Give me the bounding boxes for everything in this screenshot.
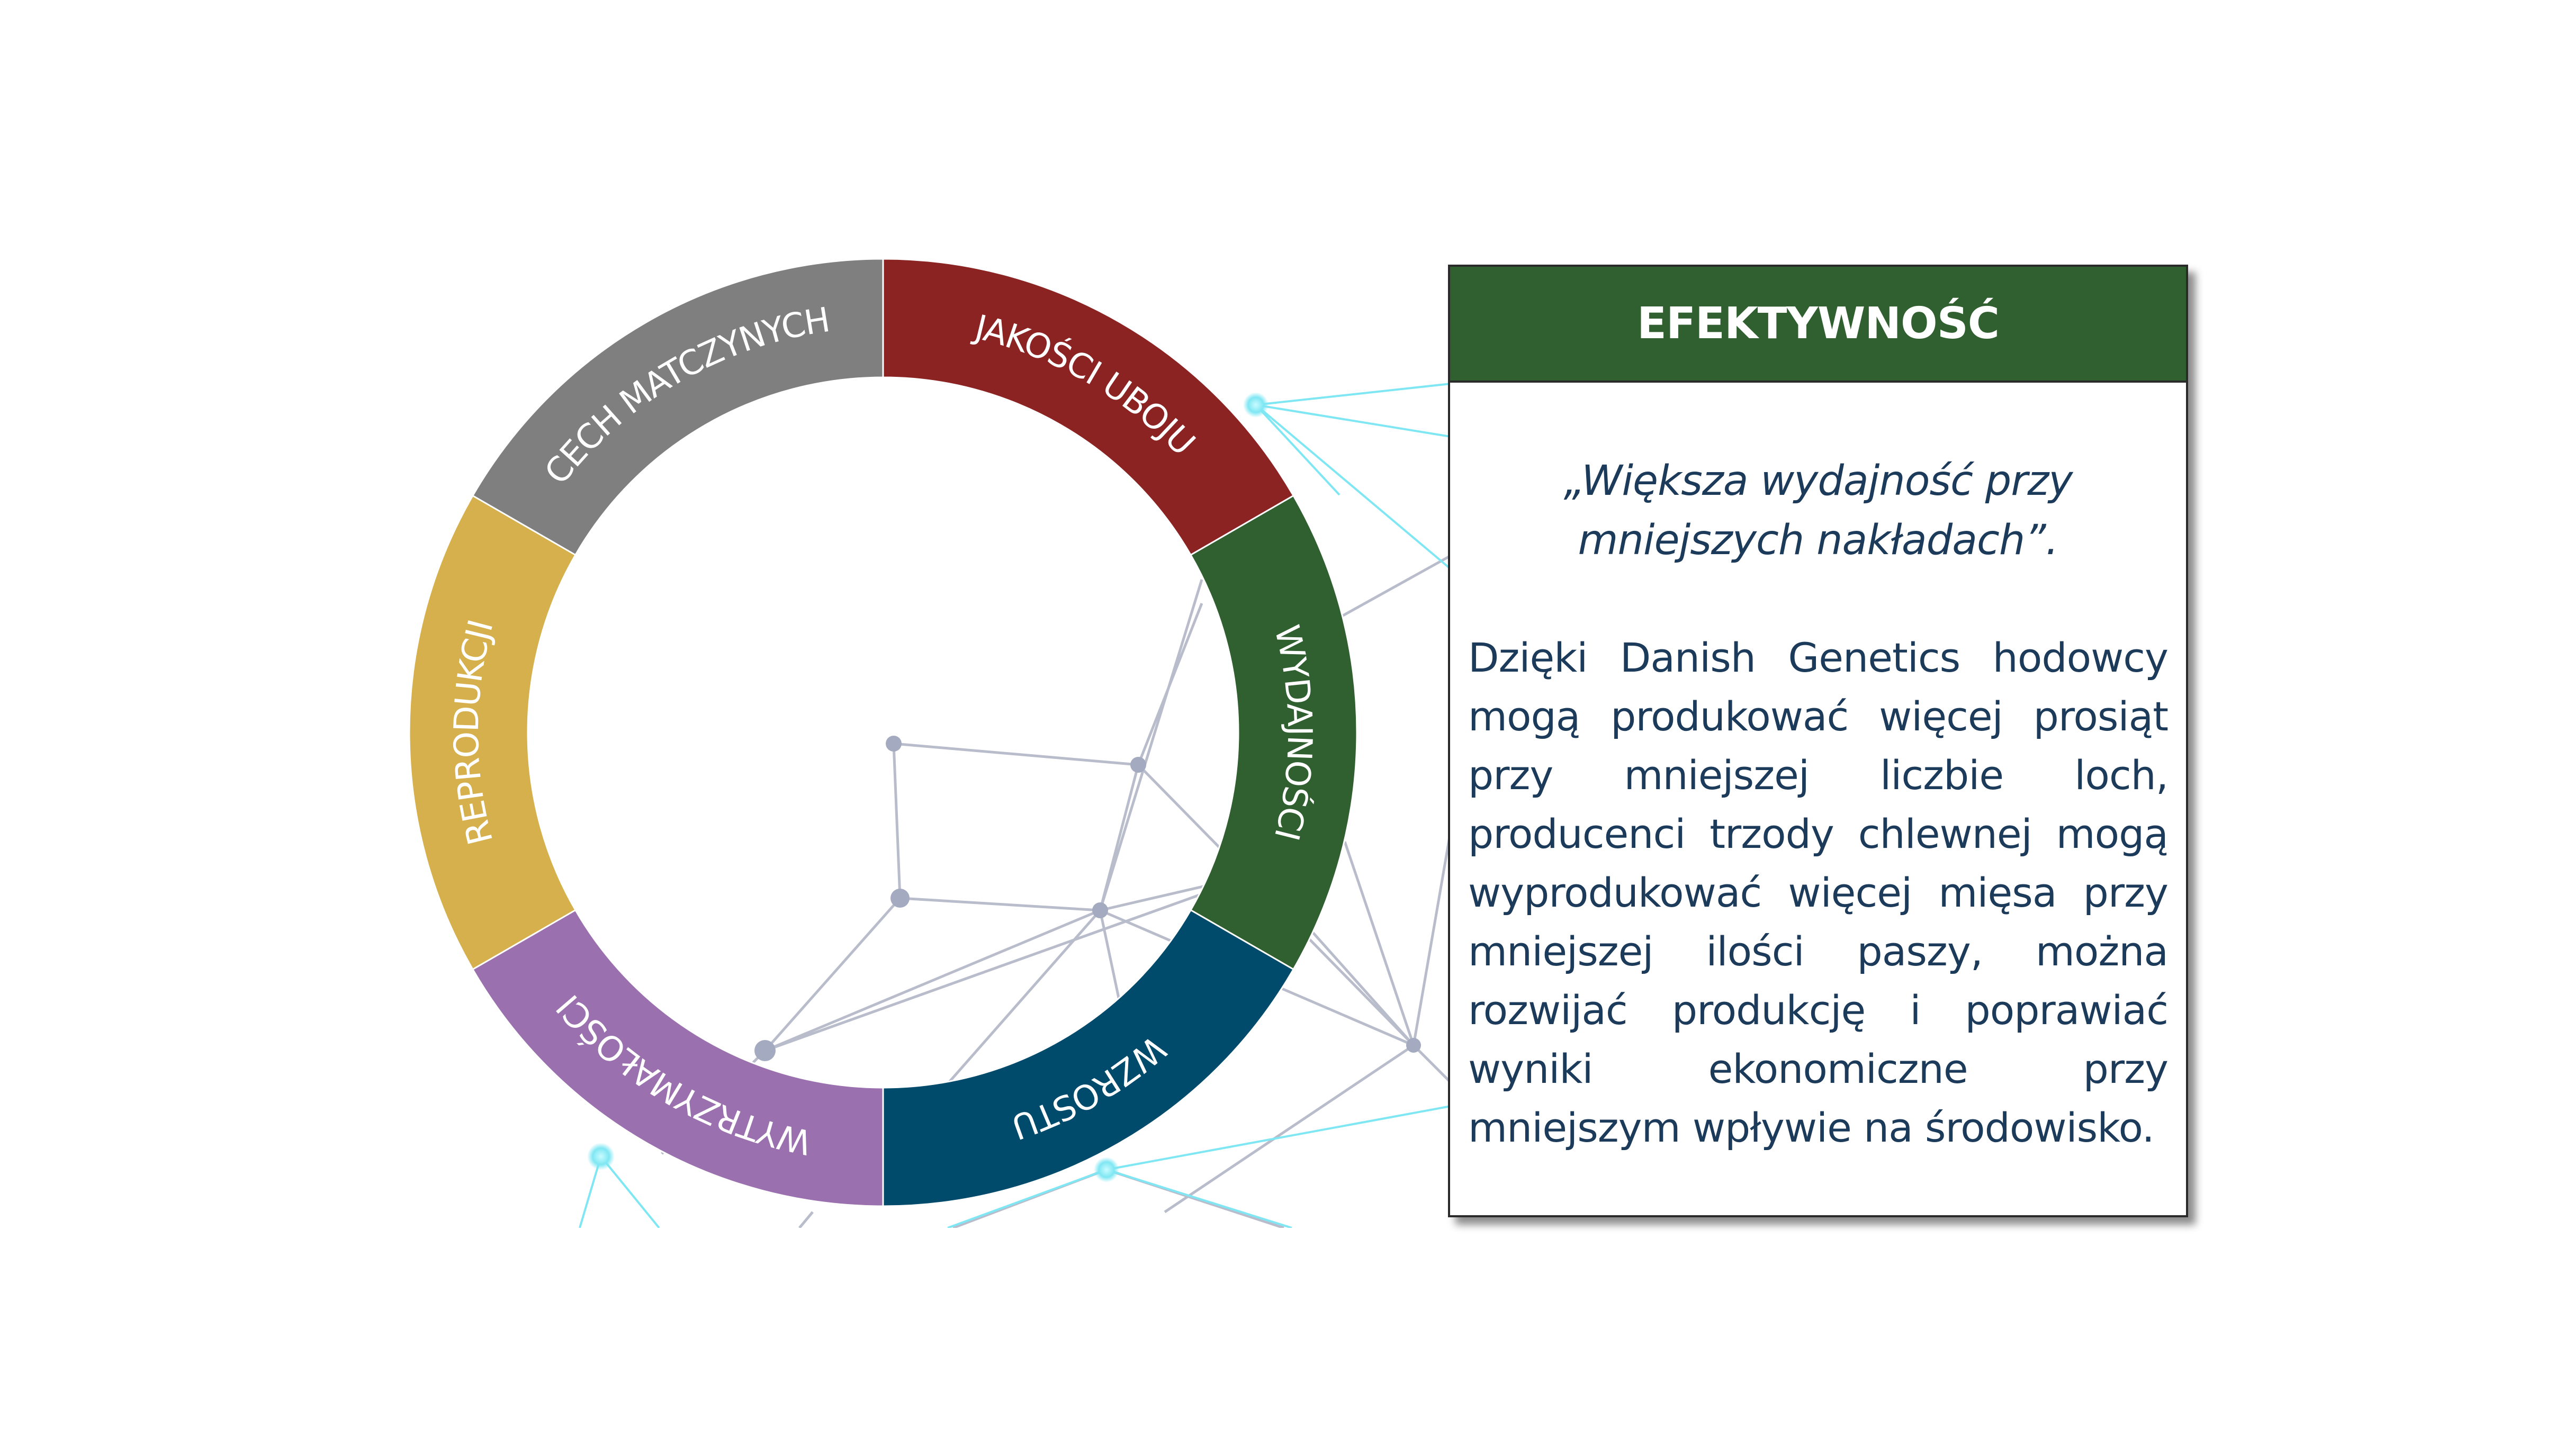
info-box-title: EFEKTYWNOŚĆ: [1450, 267, 2186, 383]
ring-segment: [471, 258, 884, 556]
ring-segment: [882, 258, 1295, 556]
network-background: [579, 383, 1452, 1228]
ring-segment: [471, 909, 884, 1207]
info-box-quote: „Większa wydajność przy mniejszych nakła…: [1563, 457, 2073, 564]
ring-segment: [882, 909, 1295, 1207]
ring-segment: [1190, 494, 1358, 971]
ring-diagram: JAKOŚCI UBOJUWYDAJNOŚCIWZROSTUWYTRZYMAŁO…: [408, 258, 1358, 1207]
info-box: EFEKTYWNOŚĆ „Większa wydajność przy mnie…: [1448, 265, 2188, 1217]
info-box-body: Dzięki Danish Genetics hodowcy mogą prod…: [1468, 634, 2169, 1151]
ring-segment: [408, 494, 577, 971]
